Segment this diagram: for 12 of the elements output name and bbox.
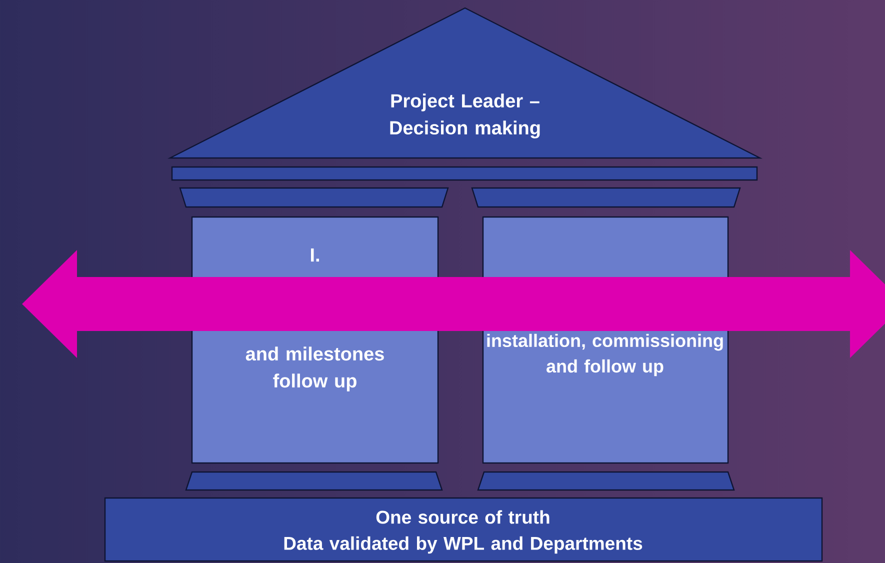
pillar-capital — [471, 187, 741, 208]
pillar-base — [185, 471, 443, 491]
pillar-capital — [179, 187, 449, 208]
foundation-box — [104, 497, 823, 562]
node-text: Data validated by WPL and Departments — [284, 536, 642, 554]
node-text: I. — [311, 248, 319, 262]
node-text: One source of truth — [376, 510, 550, 524]
beam-bar — [171, 166, 758, 181]
pillar-base — [477, 471, 735, 491]
node-text: Project Leader – Decision making — [390, 94, 540, 138]
node-text: and milestones follow up — [246, 346, 384, 392]
node-text: installation, commissioning and follow up — [487, 334, 723, 376]
